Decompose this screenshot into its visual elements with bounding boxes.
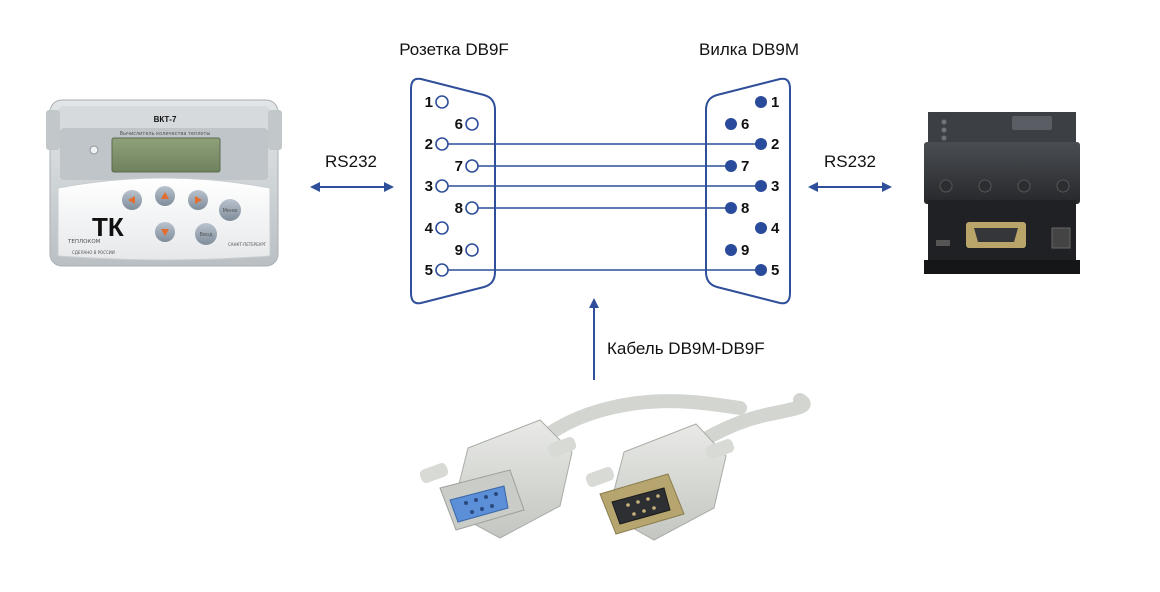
plug-pin bbox=[755, 180, 767, 192]
led-icon bbox=[941, 135, 947, 141]
db9f-cable-end bbox=[419, 419, 577, 539]
cable-pointer: Кабель DB9M-DB9F bbox=[589, 298, 765, 380]
plug-pin-group: 1 6 2 7 3 8 4 9 5 bbox=[725, 94, 780, 279]
socket-pin bbox=[435, 179, 449, 193]
plug-pin-label: 5 bbox=[771, 262, 779, 279]
wire-group bbox=[442, 143, 761, 271]
left-rs232-link: RS232 bbox=[310, 152, 394, 192]
socket-pin bbox=[465, 201, 479, 215]
brand-logo-icon: ТК bbox=[92, 212, 124, 242]
brand-label: ТЕПЛОКОМ bbox=[67, 239, 101, 245]
plug-pin bbox=[755, 138, 767, 150]
terminal-screw-icon bbox=[978, 179, 992, 193]
left-rs232-label: RS232 bbox=[325, 152, 377, 171]
socket-pin-label: 3 bbox=[425, 178, 433, 195]
socket-pin-label: 7 bbox=[455, 158, 463, 175]
plug-pin-label: 7 bbox=[741, 158, 749, 175]
din-rail-module bbox=[924, 112, 1080, 274]
plug-pin-label: 4 bbox=[771, 220, 780, 237]
plug-title: Вилка DB9M bbox=[699, 40, 799, 59]
city-label: САНКТ-ПЕТЕРБУРГ bbox=[228, 242, 267, 247]
db9-cable-image bbox=[419, 393, 811, 541]
socket-pin-label: 6 bbox=[455, 116, 463, 133]
plug-pin bbox=[755, 96, 767, 108]
plug-pin-label: 1 bbox=[771, 94, 779, 111]
device-screen-caption: Вычислитель количества теплоты bbox=[120, 131, 211, 137]
plug-pin-label: 3 bbox=[771, 178, 779, 195]
plug-pin-label: 6 bbox=[741, 116, 749, 133]
plug-pin bbox=[755, 222, 767, 234]
plug-pin bbox=[725, 160, 737, 172]
socket-pin bbox=[435, 137, 449, 151]
terminal-screw-icon bbox=[939, 179, 953, 193]
socket-pin-label: 9 bbox=[455, 242, 463, 259]
db9m-face-icon bbox=[611, 487, 671, 525]
menu-key-label: Меню bbox=[223, 208, 238, 214]
socket-pin-group: 1 6 2 7 3 8 4 9 5 bbox=[425, 94, 479, 279]
db9f-socket-outline bbox=[410, 77, 496, 305]
socket-pin bbox=[465, 117, 479, 131]
terminal-screw-icon bbox=[1017, 179, 1031, 193]
module-logo-icon bbox=[1012, 116, 1052, 130]
plug-pin-label: 8 bbox=[741, 200, 749, 217]
plug-pin bbox=[755, 264, 767, 276]
socket-pin bbox=[435, 221, 449, 235]
lcd-screen bbox=[111, 137, 221, 173]
status-led-icon bbox=[89, 145, 99, 155]
made-in-label: СДЕЛАНО В РОССИИ bbox=[72, 250, 115, 255]
led-icon bbox=[941, 127, 947, 133]
socket-title: Розетка DB9F bbox=[399, 40, 509, 59]
db9m-cable-end bbox=[585, 423, 735, 541]
socket-pin-label: 2 bbox=[425, 136, 433, 153]
terminal-screw-icon bbox=[1056, 179, 1070, 193]
plug-pin-label: 9 bbox=[741, 242, 749, 259]
socket-pin-label: 8 bbox=[455, 200, 463, 217]
device-model-label: ВКТ-7 bbox=[154, 115, 177, 124]
plug-pin-label: 2 bbox=[771, 136, 779, 153]
socket-pin-label: 5 bbox=[425, 262, 433, 279]
db9f-face-icon bbox=[449, 485, 509, 523]
plug-pin bbox=[725, 244, 737, 256]
plug-pin bbox=[725, 202, 737, 214]
plug-pin bbox=[725, 118, 737, 130]
cable-label: Кабель DB9M-DB9F bbox=[607, 339, 765, 358]
menu-key bbox=[219, 199, 241, 221]
enter-key bbox=[195, 223, 217, 245]
right-rs232-label: RS232 bbox=[824, 152, 876, 171]
db9m-plug-outline bbox=[705, 77, 791, 305]
right-rs232-link: RS232 bbox=[808, 152, 892, 192]
heat-meter-device: ВКТ-7 Вычислитель количества теплоты ТК … bbox=[46, 99, 282, 267]
led-icon bbox=[941, 119, 947, 125]
socket-pin bbox=[435, 95, 449, 109]
socket-pin bbox=[465, 243, 479, 257]
socket-pin-label: 4 bbox=[425, 220, 434, 237]
socket-pin bbox=[435, 263, 449, 277]
socket-pin-label: 1 bbox=[425, 94, 433, 111]
socket-pin bbox=[465, 159, 479, 173]
enter-key-label: Ввод bbox=[200, 232, 213, 238]
